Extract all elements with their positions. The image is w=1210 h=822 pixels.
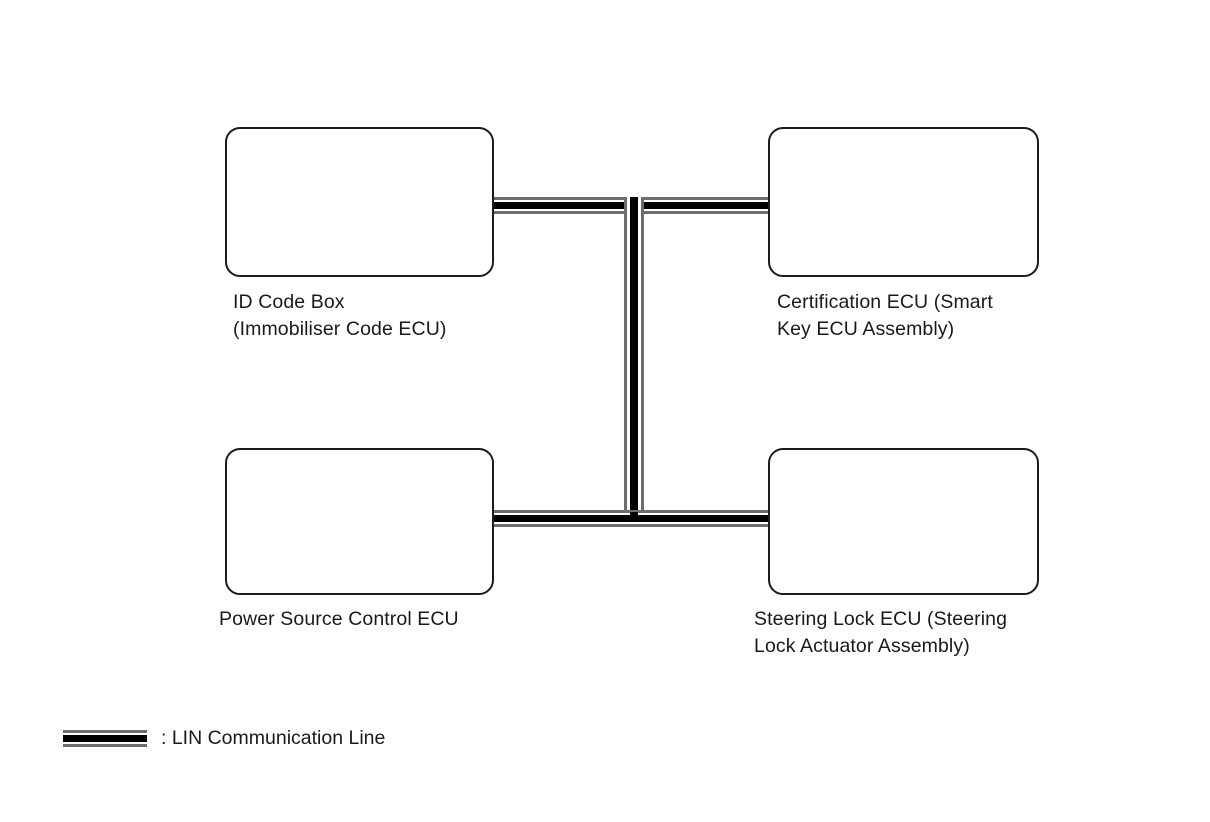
legend: : LIN Communication Line [63, 727, 385, 749]
ecu-label-id-code-box: ID Code Box (Immobiliser Code ECU) [233, 291, 447, 340]
ecu-label-steering-lock-ecu: Steering Lock ECU (Steering Lock Actuato… [754, 608, 1008, 657]
lin-line-vertical-trunk [624, 197, 644, 527]
lin-line-joint-top [630, 202, 638, 212]
lin-line-joint-bottom [630, 512, 638, 522]
ecu-label-certification-ecu: Certification ECU (Smart Key ECU Assembl… [777, 291, 993, 340]
ecu-box-certification-ecu[interactable] [768, 127, 1039, 277]
ecu-box-id-code-box[interactable] [225, 127, 494, 277]
ecu-box-steering-lock-ecu[interactable] [768, 448, 1039, 595]
ecu-label-power-source-control-ecu: Power Source Control ECU [219, 608, 459, 630]
lin-communication-line-swatch [63, 729, 147, 747]
legend-label: : LIN Communication Line [161, 727, 386, 749]
ecu-box-power-source-control-ecu[interactable] [225, 448, 494, 595]
